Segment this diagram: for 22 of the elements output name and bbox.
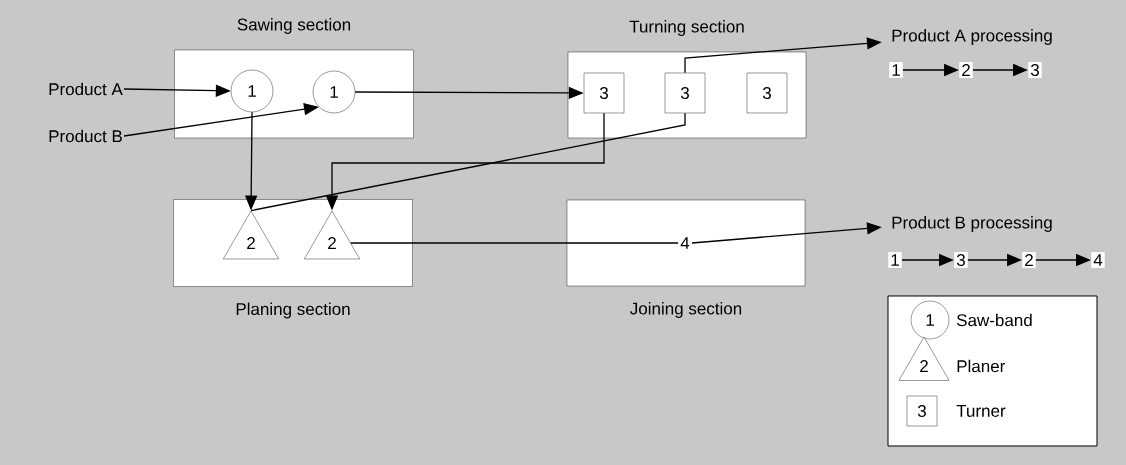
machine-square: 3 — [583, 72, 625, 114]
number-text: 2 — [959, 62, 973, 78]
number-text: 4 — [1091, 252, 1105, 268]
node-label: Sawing section — [237, 18, 351, 34]
heading-text: Product A processing — [892, 29, 1052, 45]
legend-text: Turner — [956, 405, 1006, 417]
legend-text: Planer — [957, 359, 1006, 373]
number-text: 1 — [888, 252, 902, 268]
node-label: Planing section — [236, 302, 350, 319]
number-text: 2 — [1022, 252, 1036, 268]
machine-triangle: 2 — [223, 210, 279, 260]
node-label: Turning section — [629, 20, 744, 36]
product-label: Product A — [49, 82, 123, 96]
machine-triangle: 2 — [304, 210, 360, 260]
number-text: 1 — [889, 62, 903, 78]
node-label: Joining section — [630, 302, 742, 318]
product-label: Product B — [49, 129, 122, 143]
machine-square: 3 — [746, 72, 788, 114]
heading-text: Product B processing — [892, 216, 1052, 232]
machine-square: 3 — [664, 72, 706, 114]
legend-text: Saw-band — [956, 313, 1032, 327]
number-text: 4 — [678, 235, 692, 251]
